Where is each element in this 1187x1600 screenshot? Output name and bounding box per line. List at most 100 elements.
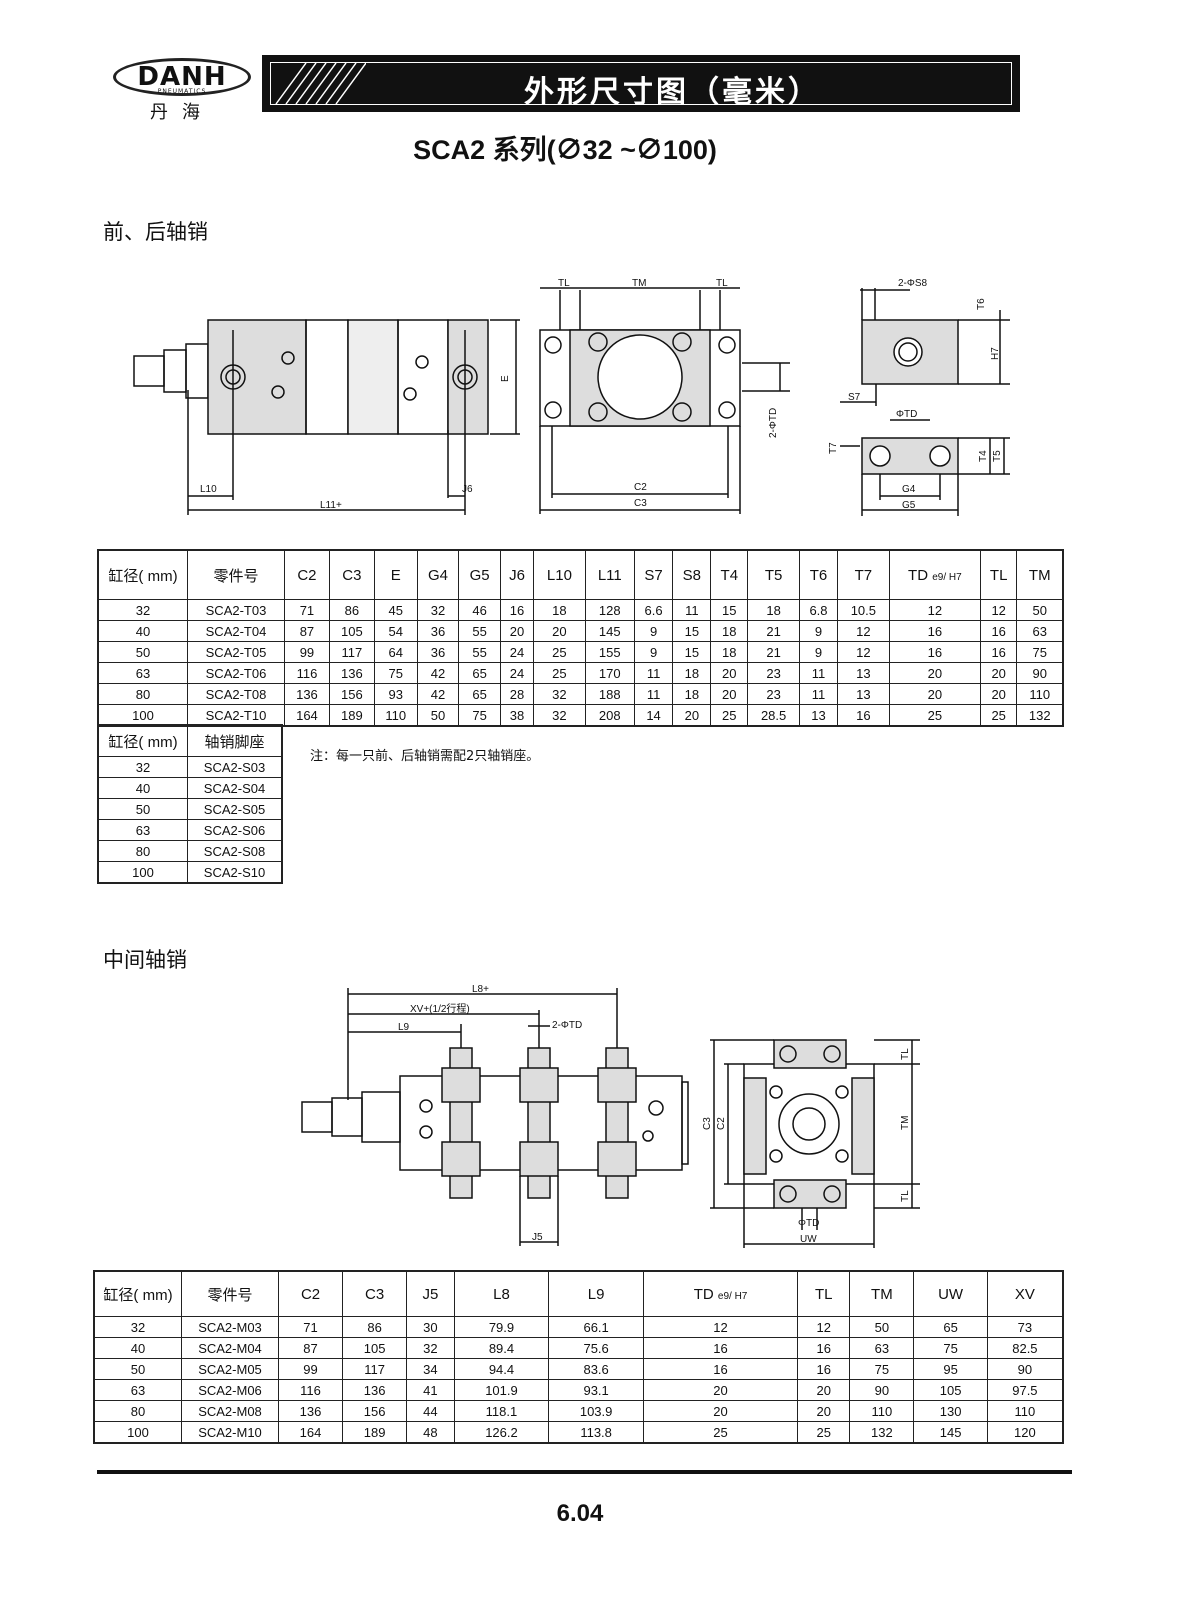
end-view-bore — [778, 1093, 840, 1155]
table-cell: 12 — [797, 1316, 851, 1338]
table-cell: 18 — [710, 620, 749, 642]
table-cell: 93 — [373, 683, 418, 705]
trunnion-bore — [597, 334, 683, 420]
table-cell: SCA2-T05 — [187, 641, 285, 663]
table-cell: 90 — [849, 1379, 915, 1401]
table-cell: 89.4 — [453, 1337, 550, 1359]
table-cell: 79.9 — [453, 1316, 550, 1338]
table-cell: 42 — [416, 662, 460, 684]
pin-block-upper-right — [597, 1067, 637, 1103]
col-l10: L10 — [533, 549, 586, 600]
table-cell: 6.6 — [633, 599, 674, 621]
table-cell: 50 — [97, 641, 188, 663]
table-cell: 145 — [913, 1421, 988, 1444]
table-cell: 15 — [672, 620, 712, 642]
table-cell: SCA2-M04 — [181, 1337, 279, 1359]
table-cell: 40 — [93, 1337, 182, 1359]
logo-oval: DANH — [113, 58, 251, 96]
table-cell: 75 — [1016, 641, 1064, 663]
table-cell: 50 — [849, 1316, 915, 1338]
col-bore: 缸径( mm) — [97, 724, 188, 757]
table-cell: 18 — [672, 662, 712, 684]
table-cell: 189 — [342, 1421, 408, 1444]
table-cell: 103.9 — [548, 1400, 644, 1422]
dim-l10: L10 — [200, 484, 217, 495]
table-cell: 12 — [642, 1316, 799, 1338]
table-cell: 94.4 — [453, 1358, 550, 1380]
dim-h7: H7 — [990, 347, 1001, 360]
logo-text: DANH — [137, 62, 227, 92]
section-title-front-rear-pin: 前、后轴销 — [103, 220, 208, 244]
dim-tl-right: TL — [716, 278, 728, 289]
port-front-upper — [281, 351, 295, 365]
col-s8: S8 — [672, 549, 712, 600]
dim-c3: C3 — [634, 498, 647, 509]
table-cell: 101.9 — [453, 1379, 550, 1401]
rear-cover — [447, 319, 489, 435]
table-cell: 28.5 — [747, 704, 801, 727]
table-cell: 55 — [458, 641, 501, 663]
table-cell: 32 — [416, 599, 460, 621]
table-cell: 87 — [277, 1337, 344, 1359]
col-t7: T7 — [836, 549, 890, 600]
pin-block-lower-left — [441, 1141, 481, 1177]
rod-end — [331, 1097, 363, 1137]
table-cell: 97.5 — [986, 1379, 1064, 1401]
col-td: TD e9/ H7 — [642, 1270, 799, 1317]
logo-chinese-name: 丹海 — [150, 102, 214, 123]
table-cell: 20 — [710, 683, 749, 705]
table-cell: 80 — [97, 683, 188, 705]
col-bore: 缸径( mm) — [97, 549, 188, 600]
table-cell: 44 — [406, 1400, 455, 1422]
table-cell: 10.5 — [836, 599, 890, 621]
table-cell: 16 — [836, 704, 890, 727]
pin-block-lower-right — [597, 1141, 637, 1177]
table-cell: 110 — [1016, 683, 1064, 705]
barrel-rear — [397, 319, 449, 435]
table-cell: 63 — [1016, 620, 1064, 642]
dim-l9: L9 — [398, 1022, 410, 1033]
table-cell: 63 — [97, 662, 188, 684]
port-rear-lower — [403, 387, 417, 401]
table-cell: 128 — [584, 599, 635, 621]
dim-t7: T7 — [828, 442, 839, 454]
table-cell: 164 — [277, 1421, 344, 1444]
section-title-middle-pin: 中间轴销 — [103, 948, 187, 972]
dim-c3: C3 — [702, 1117, 713, 1130]
table-cell: 11 — [799, 683, 838, 705]
table-cell: SCA2-M10 — [181, 1421, 279, 1444]
pin-block-upper-mid — [519, 1067, 559, 1103]
table-cell: 20 — [797, 1400, 851, 1422]
table-cell: 20 — [979, 662, 1018, 684]
table-cell: 65 — [458, 662, 501, 684]
pin-block-lower-mid — [519, 1141, 559, 1177]
table-cell: 32 — [93, 1316, 182, 1338]
table-cell: 9 — [633, 641, 674, 663]
table-cell: 25 — [642, 1421, 799, 1444]
table-cell: 32 — [97, 599, 188, 621]
table-cell: 99 — [277, 1358, 344, 1380]
dim-2-s8: 2-ΦS8 — [898, 278, 928, 289]
footer-rule — [97, 1470, 1072, 1474]
table-cell: 38 — [499, 704, 535, 727]
table-cell: 21 — [747, 620, 801, 642]
dim-c2: C2 — [634, 482, 647, 493]
table-cell: 132 — [849, 1421, 915, 1444]
col-bore: 缸径( mm) — [93, 1270, 182, 1317]
table-cell: SCA2-S05 — [187, 798, 283, 820]
table-cell: 13 — [836, 662, 890, 684]
dim-c2: C2 — [716, 1117, 727, 1130]
table-cell: 12 — [836, 620, 890, 642]
col-g5: G5 — [458, 549, 501, 600]
col-td: TD e9/ H7 — [888, 549, 981, 600]
table-cell: 32 — [533, 704, 586, 727]
table-cell: 13 — [836, 683, 890, 705]
col-e: E — [373, 549, 418, 600]
middle-pin-drawing: L8+ XV+(1/2行程) L9 2-ΦTD J5 C3 C2 TL TM T… — [301, 984, 920, 1248]
